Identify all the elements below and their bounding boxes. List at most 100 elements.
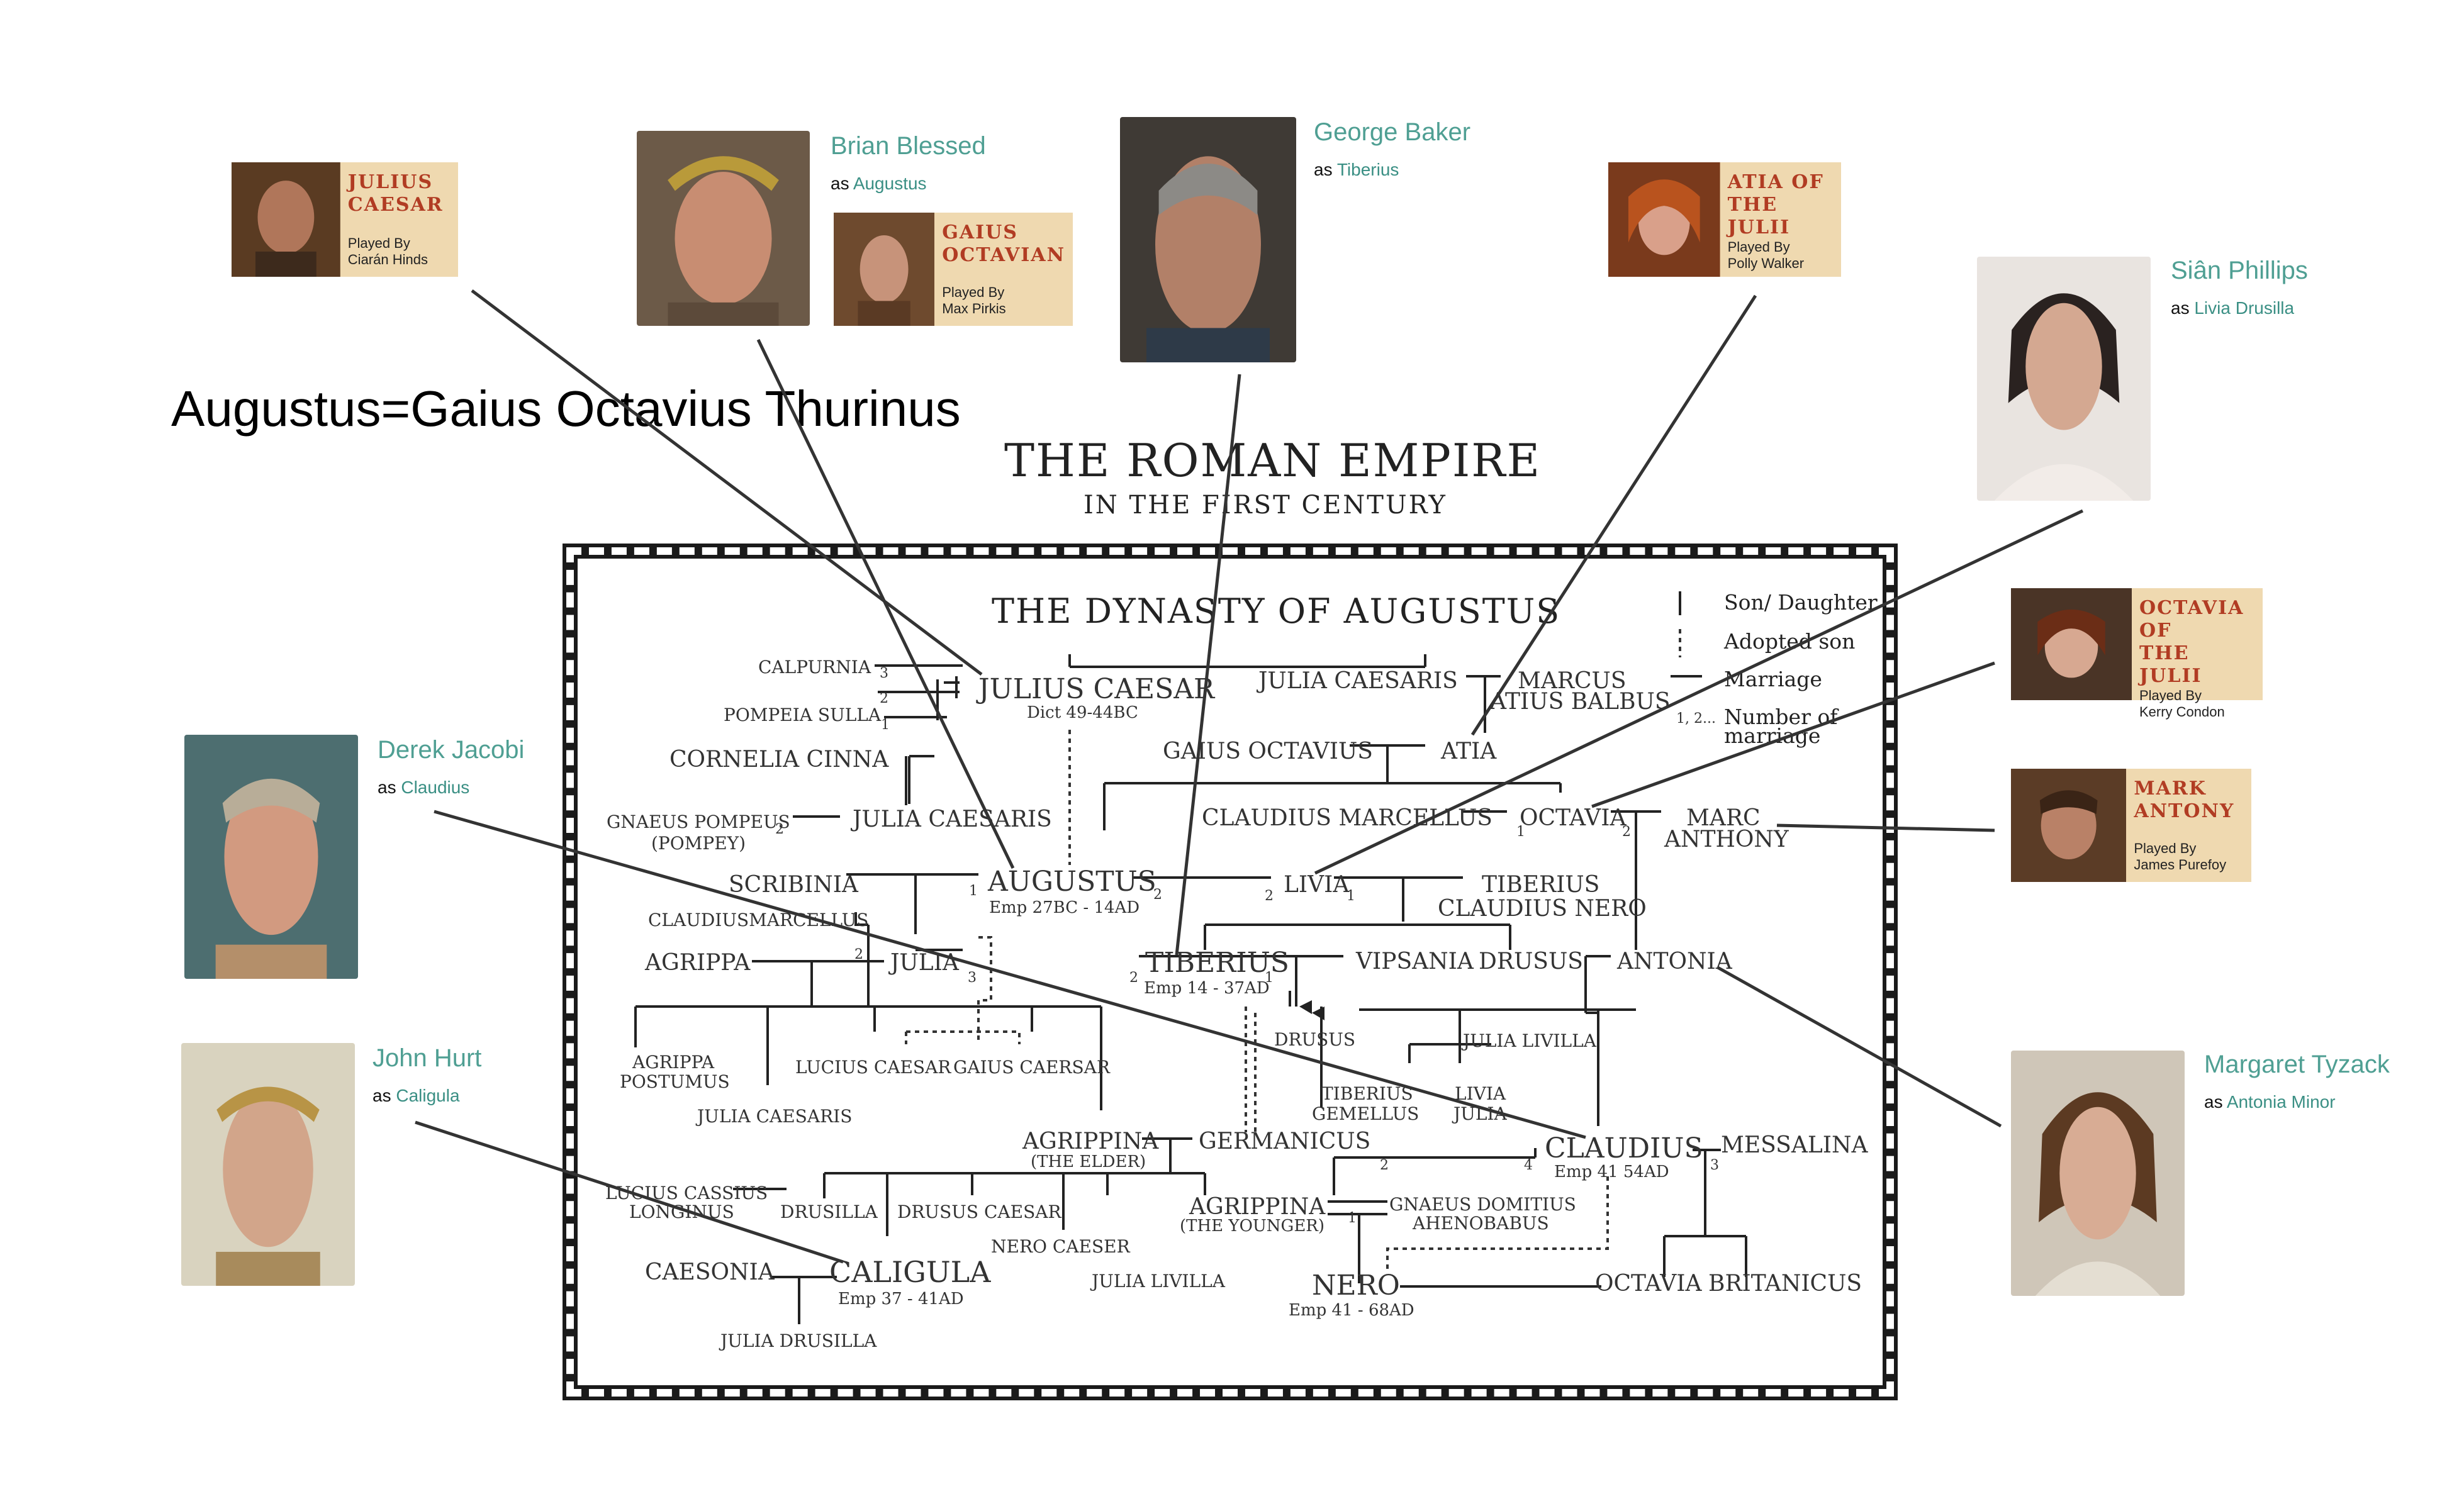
as-label: as: [831, 174, 849, 193]
node-antonia: ANTONIA: [1617, 949, 1732, 974]
character-card-gaius-octavian[interactable]: GAIUS OCTAVIAN Played By Max Pirkis: [834, 213, 1073, 326]
node-gemellus: GEMELLUS: [1312, 1103, 1420, 1124]
augustus-dates: Emp 27BC - 14AD: [989, 898, 1140, 917]
photo-brian-blessed[interactable]: [637, 131, 810, 326]
actor-name[interactable]: George Baker: [1314, 118, 1471, 146]
role-link[interactable]: Livia Drusilla: [2194, 298, 2295, 318]
card-actor: Kerry Condon: [2139, 704, 2225, 720]
marriage-number: 1: [1348, 1210, 1357, 1226]
marriage-number: 3: [968, 970, 977, 986]
marriage-number: 1: [1347, 888, 1355, 904]
chart-subtitle: IN THE FIRST CENTURY: [1084, 491, 1447, 520]
node-claudiusmarcellus: CLAUDIUSMARCELLUS: [648, 910, 869, 930]
as-label: as: [378, 778, 396, 797]
legend-number-prefix: 1, 2...: [1676, 711, 1716, 727]
node-augustus: AUGUSTUS: [988, 866, 1156, 898]
card-played-by: Played By: [2139, 688, 2202, 703]
photo-sian-phillips[interactable]: [1977, 257, 2151, 501]
node-cornelia-cinna: CORNELIA CINNA: [669, 747, 889, 773]
portrait-thumbnail: [2011, 769, 2127, 882]
card-character-name: THE JULII: [1727, 194, 1791, 238]
node-julia: JULIA: [890, 950, 959, 976]
agrippina-younger-note: (THE YOUNGER): [1180, 1217, 1325, 1235]
photo-margaret-tyzack[interactable]: [2011, 1051, 2185, 1296]
node-atius-balbus: ATIUS BALBUS: [1490, 689, 1671, 715]
node-agrippa-postumus: AGRIPPA: [632, 1052, 715, 1073]
node-nero: NERO: [1312, 1269, 1400, 1302]
node-tiberius-gemellus: TIBERIUS: [1321, 1083, 1413, 1104]
card-character-name: OCTAVIAN: [942, 244, 1065, 266]
node-lucius-caesar: LUCIUS CAESAR: [795, 1057, 951, 1078]
as-label: as: [2171, 298, 2190, 318]
role-link[interactable]: Augustus: [853, 174, 927, 193]
node-claudius-marcellus: CLAUDIUS MARCELLUS: [1202, 805, 1492, 831]
card-character-name: THE JULII: [2139, 642, 2202, 687]
actor-name[interactable]: Brian Blessed: [831, 132, 986, 160]
node-livia: LIVIA: [1284, 872, 1350, 898]
actor-role: as Livia Drusilla: [2171, 298, 2294, 318]
actor-name[interactable]: Margaret Tyzack: [2204, 1051, 2390, 1078]
marriage-number: 2: [1622, 824, 1631, 840]
card-character-name: JULIUS: [347, 171, 434, 193]
photo-john-hurt[interactable]: [181, 1043, 355, 1286]
card-character-name: MARK: [2134, 778, 2207, 800]
node-germanicus: GERMANICUS: [1199, 1129, 1371, 1154]
role-link[interactable]: Tiberius: [1336, 160, 1399, 179]
character-card-atia[interactable]: ATIA OF THE JULII Played By Polly Walker: [1608, 162, 1841, 277]
node-gaius-caersar: GAIUS CAERSAR: [953, 1057, 1110, 1078]
node-octavia: OCTAVIA: [1520, 805, 1627, 831]
node-marc-anthony: MARC: [1686, 805, 1761, 831]
marriage-number: 1: [881, 717, 890, 733]
actor-name[interactable]: Siân Phillips: [2171, 257, 2308, 284]
node-julia-caesaris-mid: JULIA CAESARIS: [853, 806, 1052, 832]
actor-name[interactable]: Derek Jacobi: [378, 736, 525, 764]
marriage-number: 3: [880, 666, 888, 681]
node-agrippa: AGRIPPA: [645, 950, 751, 976]
marriage-number: 2: [1153, 887, 1162, 903]
marriage-number: 2: [1380, 1157, 1389, 1173]
dynasty-chart-frame: [563, 544, 1898, 1400]
as-label: as: [372, 1086, 391, 1105]
actor-name[interactable]: John Hurt: [372, 1044, 482, 1072]
agrippina-elder-note: (THE ELDER): [1031, 1152, 1146, 1171]
marriage-number: 2: [880, 691, 888, 706]
card-played-by: Played By: [2134, 840, 2197, 856]
character-card-mark-antony[interactable]: MARK ANTONY Played By James Purefoy: [2011, 769, 2251, 882]
photo-derek-jacobi[interactable]: [184, 735, 358, 979]
card-played-by: Played By: [347, 235, 410, 251]
character-card-octavia[interactable]: OCTAVIA OF THE JULII Played By Kerry Con…: [2011, 588, 2263, 720]
node-drusilla: DRUSILLA: [780, 1202, 878, 1222]
node-julia-livilla-low: JULIA LIVILLA: [1092, 1271, 1225, 1291]
node-britanicus: BRITANICUS: [1708, 1271, 1862, 1297]
card-character-name: GAIUS: [942, 221, 1018, 243]
actor-role: as Antonia Minor: [2204, 1092, 2336, 1112]
role-link[interactable]: Antonia Minor: [2226, 1092, 2336, 1112]
role-link[interactable]: Claudius: [401, 778, 470, 797]
headline: Augustus=Gaius Octavius Thurinus: [171, 381, 961, 437]
node-claudius: CLAUDIUS: [1545, 1132, 1703, 1164]
photo-george-baker[interactable]: [1120, 117, 1296, 362]
portrait-thumbnail: [2011, 588, 2132, 700]
marriage-number: 2: [1129, 970, 1138, 986]
tiberius-dates: Emp 14 - 37AD: [1144, 979, 1270, 998]
character-card-julius-caesar[interactable]: JULIUS CAESAR Played By Ciarán Hinds: [232, 162, 458, 277]
node-julia-drusilla: JULIA DRUSILLA: [720, 1330, 877, 1351]
node-gnaeus-domitius: GNAEUS DOMITIUS: [1389, 1194, 1576, 1215]
portrait-thumbnail: [834, 213, 935, 326]
node-tiberius: TIBERIUS: [1145, 947, 1289, 979]
card-actor: James Purefoy: [2134, 857, 2227, 873]
portrait-thumbnail: [232, 162, 340, 277]
node-anthony: ANTHONY: [1664, 827, 1789, 852]
card-character-name: OCTAVIA OF: [2139, 597, 2244, 642]
node-drusus-top: DRUSUS: [1479, 949, 1583, 974]
node-pompey: (POMPEY): [651, 833, 746, 854]
node-scribinia: SCRIBINIA: [729, 872, 858, 898]
node-atia: ATIA: [1441, 739, 1497, 764]
node-longinus: LONGINUS: [629, 1202, 734, 1222]
node-tiberius-claudius-nero: TIBERIUS: [1482, 872, 1600, 898]
chart-title: THE ROMAN EMPIRE: [1004, 434, 1542, 487]
role-link[interactable]: Caligula: [396, 1086, 460, 1105]
actor-role: as Augustus: [831, 174, 927, 194]
node-caesonia: CAESONIA: [645, 1259, 775, 1285]
